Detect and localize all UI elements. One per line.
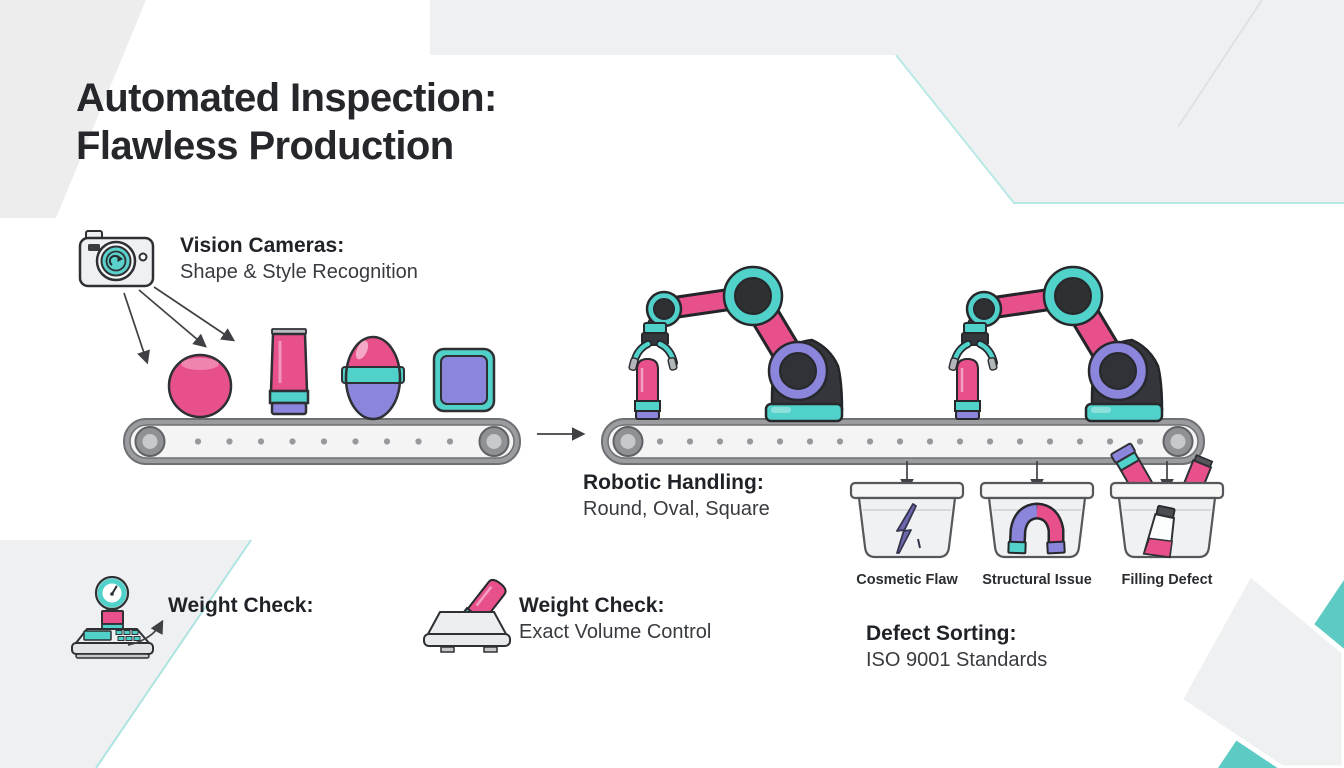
product-square (432, 347, 496, 413)
vision-cameras-label: Vision Cameras: Shape & Style Recognitio… (180, 232, 418, 285)
bin-label-filling: Filling Defect (1121, 572, 1213, 588)
product-oval (341, 335, 405, 421)
weight-check-platform-heading: Weight Check: (519, 594, 665, 617)
belt-dots (194, 438, 1144, 445)
product-round (167, 353, 233, 419)
scale-platform-icon (423, 579, 511, 653)
robot-arm-1 (629, 267, 842, 421)
defect-sorting-heading: Defect Sorting: (866, 622, 1017, 645)
defect-sorting-label: Defect Sorting: ISO 9001 Standards (866, 620, 1047, 673)
bin-label-structural: Structural Issue (982, 572, 1092, 588)
scale-gauge-icon (71, 575, 154, 659)
crack-icon (896, 503, 921, 554)
weight-check-arrow (127, 619, 164, 646)
robotic-handling-sub: Round, Oval, Square (583, 498, 770, 520)
page-title-line2: Flawless Production (76, 124, 454, 168)
weight-check-gauge-heading: Weight Check: (168, 594, 314, 617)
bin-label-cosmetic: Cosmetic Flaw (856, 572, 958, 588)
robotic-handling-label: Robotic Handling: Round, Oval, Square (583, 469, 770, 522)
weight-check-platform-sub: Exact Volume Control (519, 621, 712, 643)
bent-tube-icon (1007, 502, 1066, 555)
product-tube (268, 328, 310, 416)
underfilled-tube-icon (1142, 504, 1176, 559)
page-title-line1: Automated Inspection: (76, 76, 497, 120)
weight-check-gauge-label: Weight Check: (168, 592, 313, 619)
camera-icon (78, 230, 155, 288)
vision-cameras-sub: Shape & Style Recognition (180, 261, 418, 283)
page-title: Automated Inspection: Flawless Productio… (76, 74, 497, 170)
camera-scan-arrows (123, 286, 236, 365)
bin-structural-issue (979, 481, 1095, 559)
robot-arm-2 (949, 267, 1162, 421)
defect-sorting-sub: ISO 9001 Standards (866, 649, 1048, 671)
robotic-handling-heading: Robotic Handling: (583, 471, 764, 494)
weight-check-platform-label: Weight Check: Exact Volume Control (519, 592, 711, 645)
vision-cameras-heading: Vision Cameras: (180, 234, 345, 257)
